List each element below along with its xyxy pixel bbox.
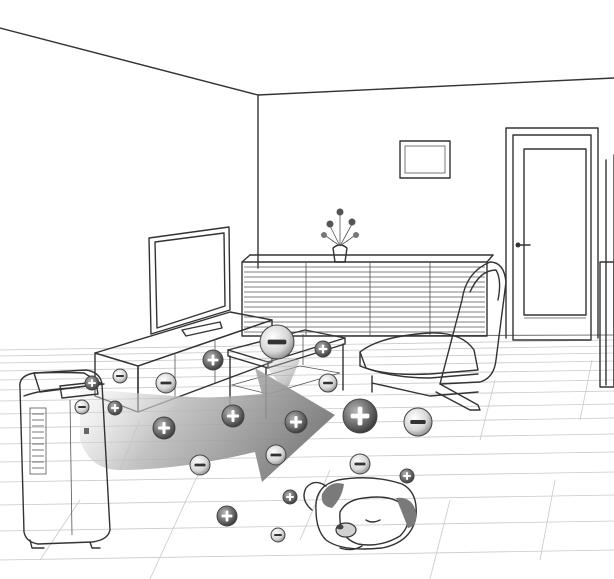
flower-vase xyxy=(321,209,359,263)
minus-ion-icon xyxy=(271,528,285,542)
plus-ion-icon xyxy=(85,376,99,390)
floor-board-line xyxy=(0,550,614,560)
sleeping-dog-icon xyxy=(304,478,416,550)
floor-seam-line xyxy=(580,360,592,420)
floor-seam-line xyxy=(480,380,495,440)
plus-ion-icon xyxy=(153,417,175,439)
minus-ion-icon xyxy=(190,455,210,475)
minus-ion-icon xyxy=(156,373,176,393)
floor-seam-line xyxy=(430,500,450,579)
plus-ion-icon xyxy=(108,401,122,415)
minus-ion-icon xyxy=(266,445,286,465)
floor-board-line xyxy=(0,361,614,371)
plus-ion-icon xyxy=(203,350,223,370)
plus-ion-icon xyxy=(217,506,237,526)
minus-ion-icon xyxy=(404,408,432,436)
minus-ion-icon xyxy=(113,369,127,383)
floor-board-line xyxy=(0,521,614,531)
minus-ion-icon xyxy=(260,325,294,359)
plus-ion-icon xyxy=(222,405,244,427)
floor-seam-line xyxy=(150,470,200,579)
plus-ion-icon xyxy=(343,399,377,433)
television xyxy=(149,227,230,336)
floor-seam-line xyxy=(540,480,555,560)
plus-ion-icon xyxy=(315,341,331,357)
plus-ion-icon xyxy=(285,411,307,433)
plus-ion-icon xyxy=(283,490,297,504)
minus-ion-icon xyxy=(75,400,89,414)
floor-board-line xyxy=(0,472,614,482)
door xyxy=(506,128,598,340)
minus-ion-icon xyxy=(350,454,370,474)
side-wall-cabinet xyxy=(600,155,614,387)
minus-ion-icon xyxy=(319,374,337,392)
picture-frame xyxy=(400,141,450,178)
floor-board-line xyxy=(0,340,614,350)
plus-ion-icon xyxy=(400,469,414,483)
room-walls xyxy=(0,28,614,336)
